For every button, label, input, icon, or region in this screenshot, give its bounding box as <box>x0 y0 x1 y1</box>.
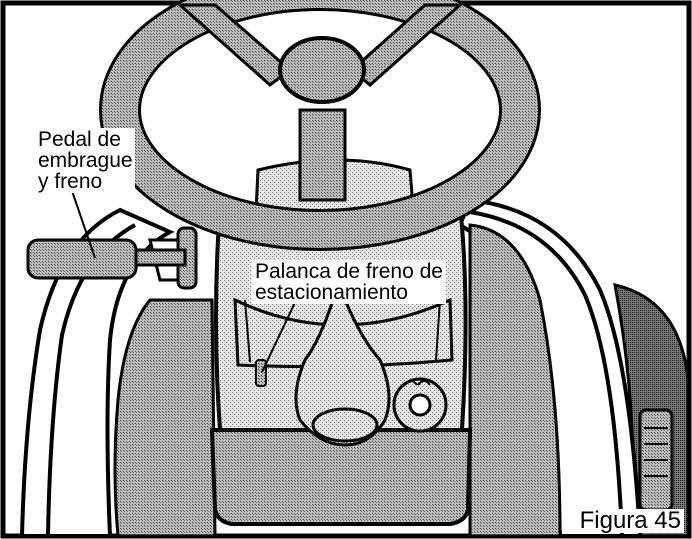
clutch-brake-pedal <box>26 149 198 290</box>
pedal-label-line2: embrague <box>38 149 133 172</box>
pedal-label: Pedal de embrague y freno <box>36 128 135 193</box>
console-inner-lines <box>244 299 441 363</box>
left-fender <box>19 207 175 538</box>
pedal-label-line3: y freno <box>38 170 103 193</box>
left-footrest <box>113 298 217 538</box>
right-footrest <box>468 223 562 538</box>
ignition-switch <box>392 377 448 433</box>
pedal-label-line1: Pedal de <box>38 128 121 151</box>
shift-lever <box>294 298 391 447</box>
right-fender-trim <box>469 210 624 537</box>
parking-brake-label: Palanca de freno de estacionamiento <box>252 260 446 304</box>
parking-label-line2: estacionamiento <box>255 281 408 304</box>
parking-label-line1: Palanca de freno de <box>255 260 443 283</box>
console-base <box>209 428 473 526</box>
steering-wheel <box>99 0 541 251</box>
figure-number: Figura 45 <box>576 509 684 533</box>
parking-brake-lever <box>255 291 301 387</box>
throttle-handle <box>638 408 674 512</box>
